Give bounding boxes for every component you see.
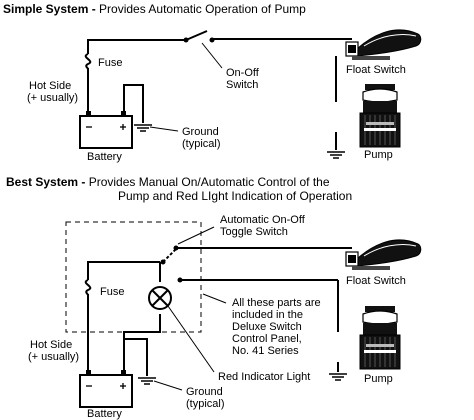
best-panel-label-4: Control Panel, [232,333,302,345]
simple-hot-side-label-1: Hot Side [29,80,71,92]
best-panel-label-5: No. 41 Series [232,345,299,357]
best-title-rest-1: Provides Manual On/Automatic Control of … [85,175,329,189]
control-panel-outline [65,221,202,333]
best-toggle-label-1: Automatic On-Off [220,214,306,226]
simple-float-switch-label: Float Switch [346,64,406,76]
best-system: Best System - Provides Manual On/Automat… [6,175,422,420]
simple-fuse-label: Fuse [98,57,122,69]
simple-switch-leader [201,42,223,69]
best-float-switch-label: Float Switch [346,275,406,287]
red-indicator-light-icon [148,286,172,310]
best-panel-label-2: included in the [232,309,303,321]
best-toggle-switch-icon [160,245,183,283]
simple-float-switch-icon [345,29,422,61]
best-battery-icon [79,369,133,408]
best-panel-label-1: All these parts are [232,297,321,309]
best-battery-label: Battery [87,408,122,420]
simple-pump-ground-icon [326,151,346,159]
simple-title-bold: Simple System - [3,2,96,16]
best-pump-label: Pump [364,373,393,385]
best-ground-leader [153,380,183,391]
best-wiring [87,247,352,376]
svg-text:Best System - Provides Manual: Best System - Provides Manual On/Automat… [6,175,330,189]
simple-battery-label: Battery [87,151,122,163]
best-title-rest-2: Pump and Red LIght Indication of Operati… [118,189,352,203]
best-pump-ground-icon [328,373,348,381]
best-fuse-icon [80,279,96,296]
best-ground-label-1: Ground [186,386,223,398]
simple-system: Simple System - Provides Automatic Opera… [3,2,422,163]
best-panel-label-3: Deluxe Switch [232,321,302,333]
simple-pump-icon [359,83,401,148]
simple-title-rest: Provides Automatic Operation of Pump [96,2,306,16]
simple-pump-label: Pump [364,149,393,161]
red-indicator-light-label: Red Indicator Light [218,371,310,383]
simple-ground-label-1: Ground [182,126,219,138]
svg-text:Simple System - Provides Autom: Simple System - Provides Automatic Opera… [3,2,306,16]
simple-fuse-icon [80,53,96,70]
simple-ground-label-2: (typical) [182,138,221,150]
best-ground-icon [137,377,157,385]
best-title-bold: Best System - [6,175,85,189]
best-hot-side-label-1: Hot Side [30,339,72,351]
best-light-leader [167,305,215,373]
simple-on-off-switch-icon [183,30,215,43]
best-hot-side-label-2: (+ usually) [28,351,79,363]
simple-switch-label-1: On-Off [226,67,260,79]
simple-ground-icon [133,124,153,132]
simple-battery-icon [79,110,133,149]
simple-ground-leader [149,126,179,132]
best-ground-label-2: (typical) [186,398,225,410]
simple-hot-side-label-2: (+ usually) [27,92,78,104]
best-toggle-label-2: Toggle Switch [220,226,288,238]
simple-switch-label-2: Switch [226,79,258,91]
best-pump-icon [359,305,401,370]
best-panel-leader [202,293,227,304]
best-toggle-leader [177,226,215,245]
best-fuse-label: Fuse [100,286,124,298]
best-float-switch-icon [345,239,422,271]
simple-wiring [87,38,352,150]
